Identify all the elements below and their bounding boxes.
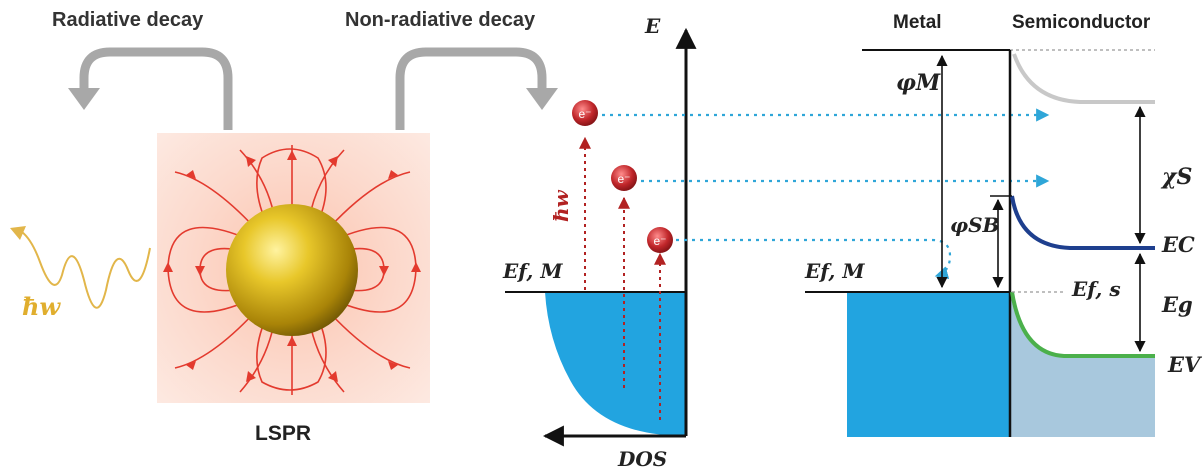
lspr-label: LSPR xyxy=(255,422,311,445)
svg-text:e⁻: e⁻ xyxy=(653,234,666,248)
metal-block xyxy=(847,292,1010,437)
photon-arrowhead xyxy=(10,226,26,240)
dos-panel: E DOS Ef, M ħw e⁻ e⁻ e⁻ xyxy=(502,14,697,471)
field-arrowheads xyxy=(163,150,421,382)
excitation-arrows xyxy=(579,136,666,420)
svg-text:e⁻: e⁻ xyxy=(617,172,630,186)
metal-fermi-label-left: Ef, M xyxy=(502,259,563,283)
radiative-decay-label: Radiative decay xyxy=(52,9,204,31)
work-function-label: φM xyxy=(896,70,941,96)
semiconductor-vacuum-curve xyxy=(1012,53,1155,104)
metal-label: Metal xyxy=(893,12,942,33)
radiative-decay-arrow xyxy=(79,47,233,130)
hot-electron-3: e⁻ xyxy=(647,227,673,253)
electron-affinity-label: χS xyxy=(1160,164,1192,190)
schottky-barrier-label: φSB xyxy=(950,213,999,237)
nonradiative-decay-arrow xyxy=(395,47,547,130)
nonradiative-decay-label: Non-radiative decay xyxy=(345,9,536,31)
semiconductor-label: Semiconductor xyxy=(1012,12,1151,33)
semiconductor-valence-region xyxy=(1010,292,1155,437)
lspr-panel: Radiative decay Non-radiative decay xyxy=(10,9,558,445)
photon-energy-label: ħw xyxy=(22,292,61,321)
conduction-band-curve xyxy=(1010,195,1155,250)
valence-band-label: EV xyxy=(1167,352,1203,377)
metal-fermi-label-right: Ef, M xyxy=(804,259,865,283)
emitted-photon-wave xyxy=(21,231,151,309)
svg-text:e⁻: e⁻ xyxy=(578,107,591,121)
semiconductor-fermi-label: Ef, s xyxy=(1071,277,1121,301)
nonradiative-arrowhead xyxy=(526,88,558,110)
occupied-states-region xyxy=(545,292,686,436)
energy-axis-label: E xyxy=(644,14,661,38)
band-gap-label: Eg xyxy=(1161,292,1193,317)
excitation-energy-label: ħw xyxy=(549,189,573,222)
hot-electron-2: e⁻ xyxy=(611,165,637,191)
schottky-panel: Metal Semiconductor φM φSB χS EC xyxy=(804,12,1203,437)
dos-axis-label: DOS xyxy=(617,447,667,471)
hot-electron-1: e⁻ xyxy=(572,100,598,126)
electron-transfer-arrows xyxy=(602,108,1050,280)
valence-band-curve xyxy=(1010,291,1155,358)
conduction-band-label: EC xyxy=(1161,232,1195,257)
gold-nanoparticle xyxy=(226,204,358,336)
radiative-arrowhead xyxy=(68,88,100,110)
